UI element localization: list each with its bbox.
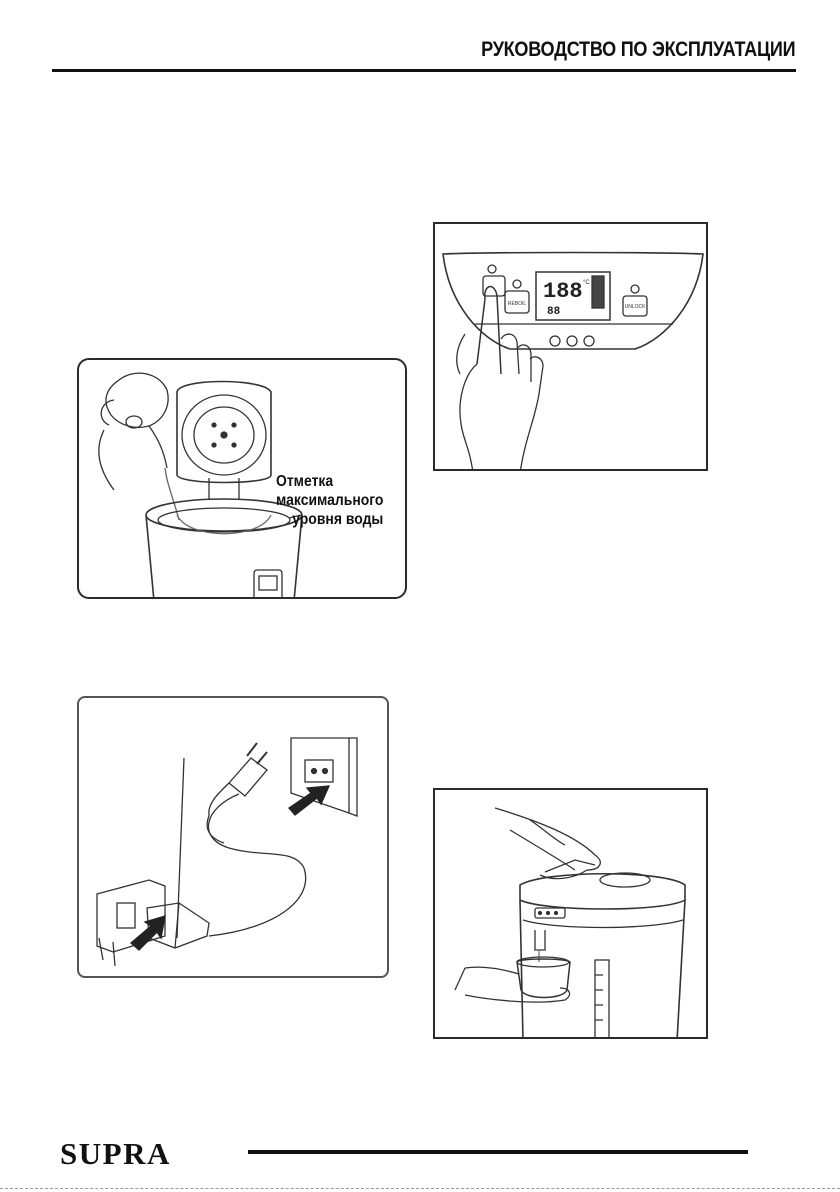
display-small-digits: 88 <box>547 306 561 318</box>
unlock-button-text: UNLOCK <box>625 304 647 310</box>
page-title: РУКОВОДСТВО ПО ЭКСПЛУАТАЦИИ <box>481 38 795 62</box>
display-unit: °C <box>583 280 590 286</box>
power-plug-illustration <box>79 698 389 978</box>
dispense-illustration <box>435 790 708 1039</box>
figure-control-panel: REBOIL 188 °C 88 UNLOCK <box>433 222 708 471</box>
display-temperature: 188 <box>543 279 583 304</box>
header-divider <box>52 69 796 72</box>
figure-fill-water: Отметка максимального уровня воды <box>77 358 407 599</box>
label-line-3: уровня воды <box>276 510 395 529</box>
figure-dispense <box>433 788 708 1039</box>
brand-logo: SUPRA <box>60 1136 171 1172</box>
footer-divider <box>248 1150 748 1154</box>
label-line-2: максимального <box>276 491 395 510</box>
max-water-level-label: Отметка максимального уровня воды <box>276 472 395 529</box>
reboil-button-text: REBOIL <box>508 301 527 307</box>
page-cut-line <box>0 1188 840 1189</box>
label-line-1: Отметка <box>276 472 395 491</box>
figure-power-plug <box>77 696 389 978</box>
control-panel-illustration: REBOIL 188 °C 88 UNLOCK <box>435 224 708 471</box>
